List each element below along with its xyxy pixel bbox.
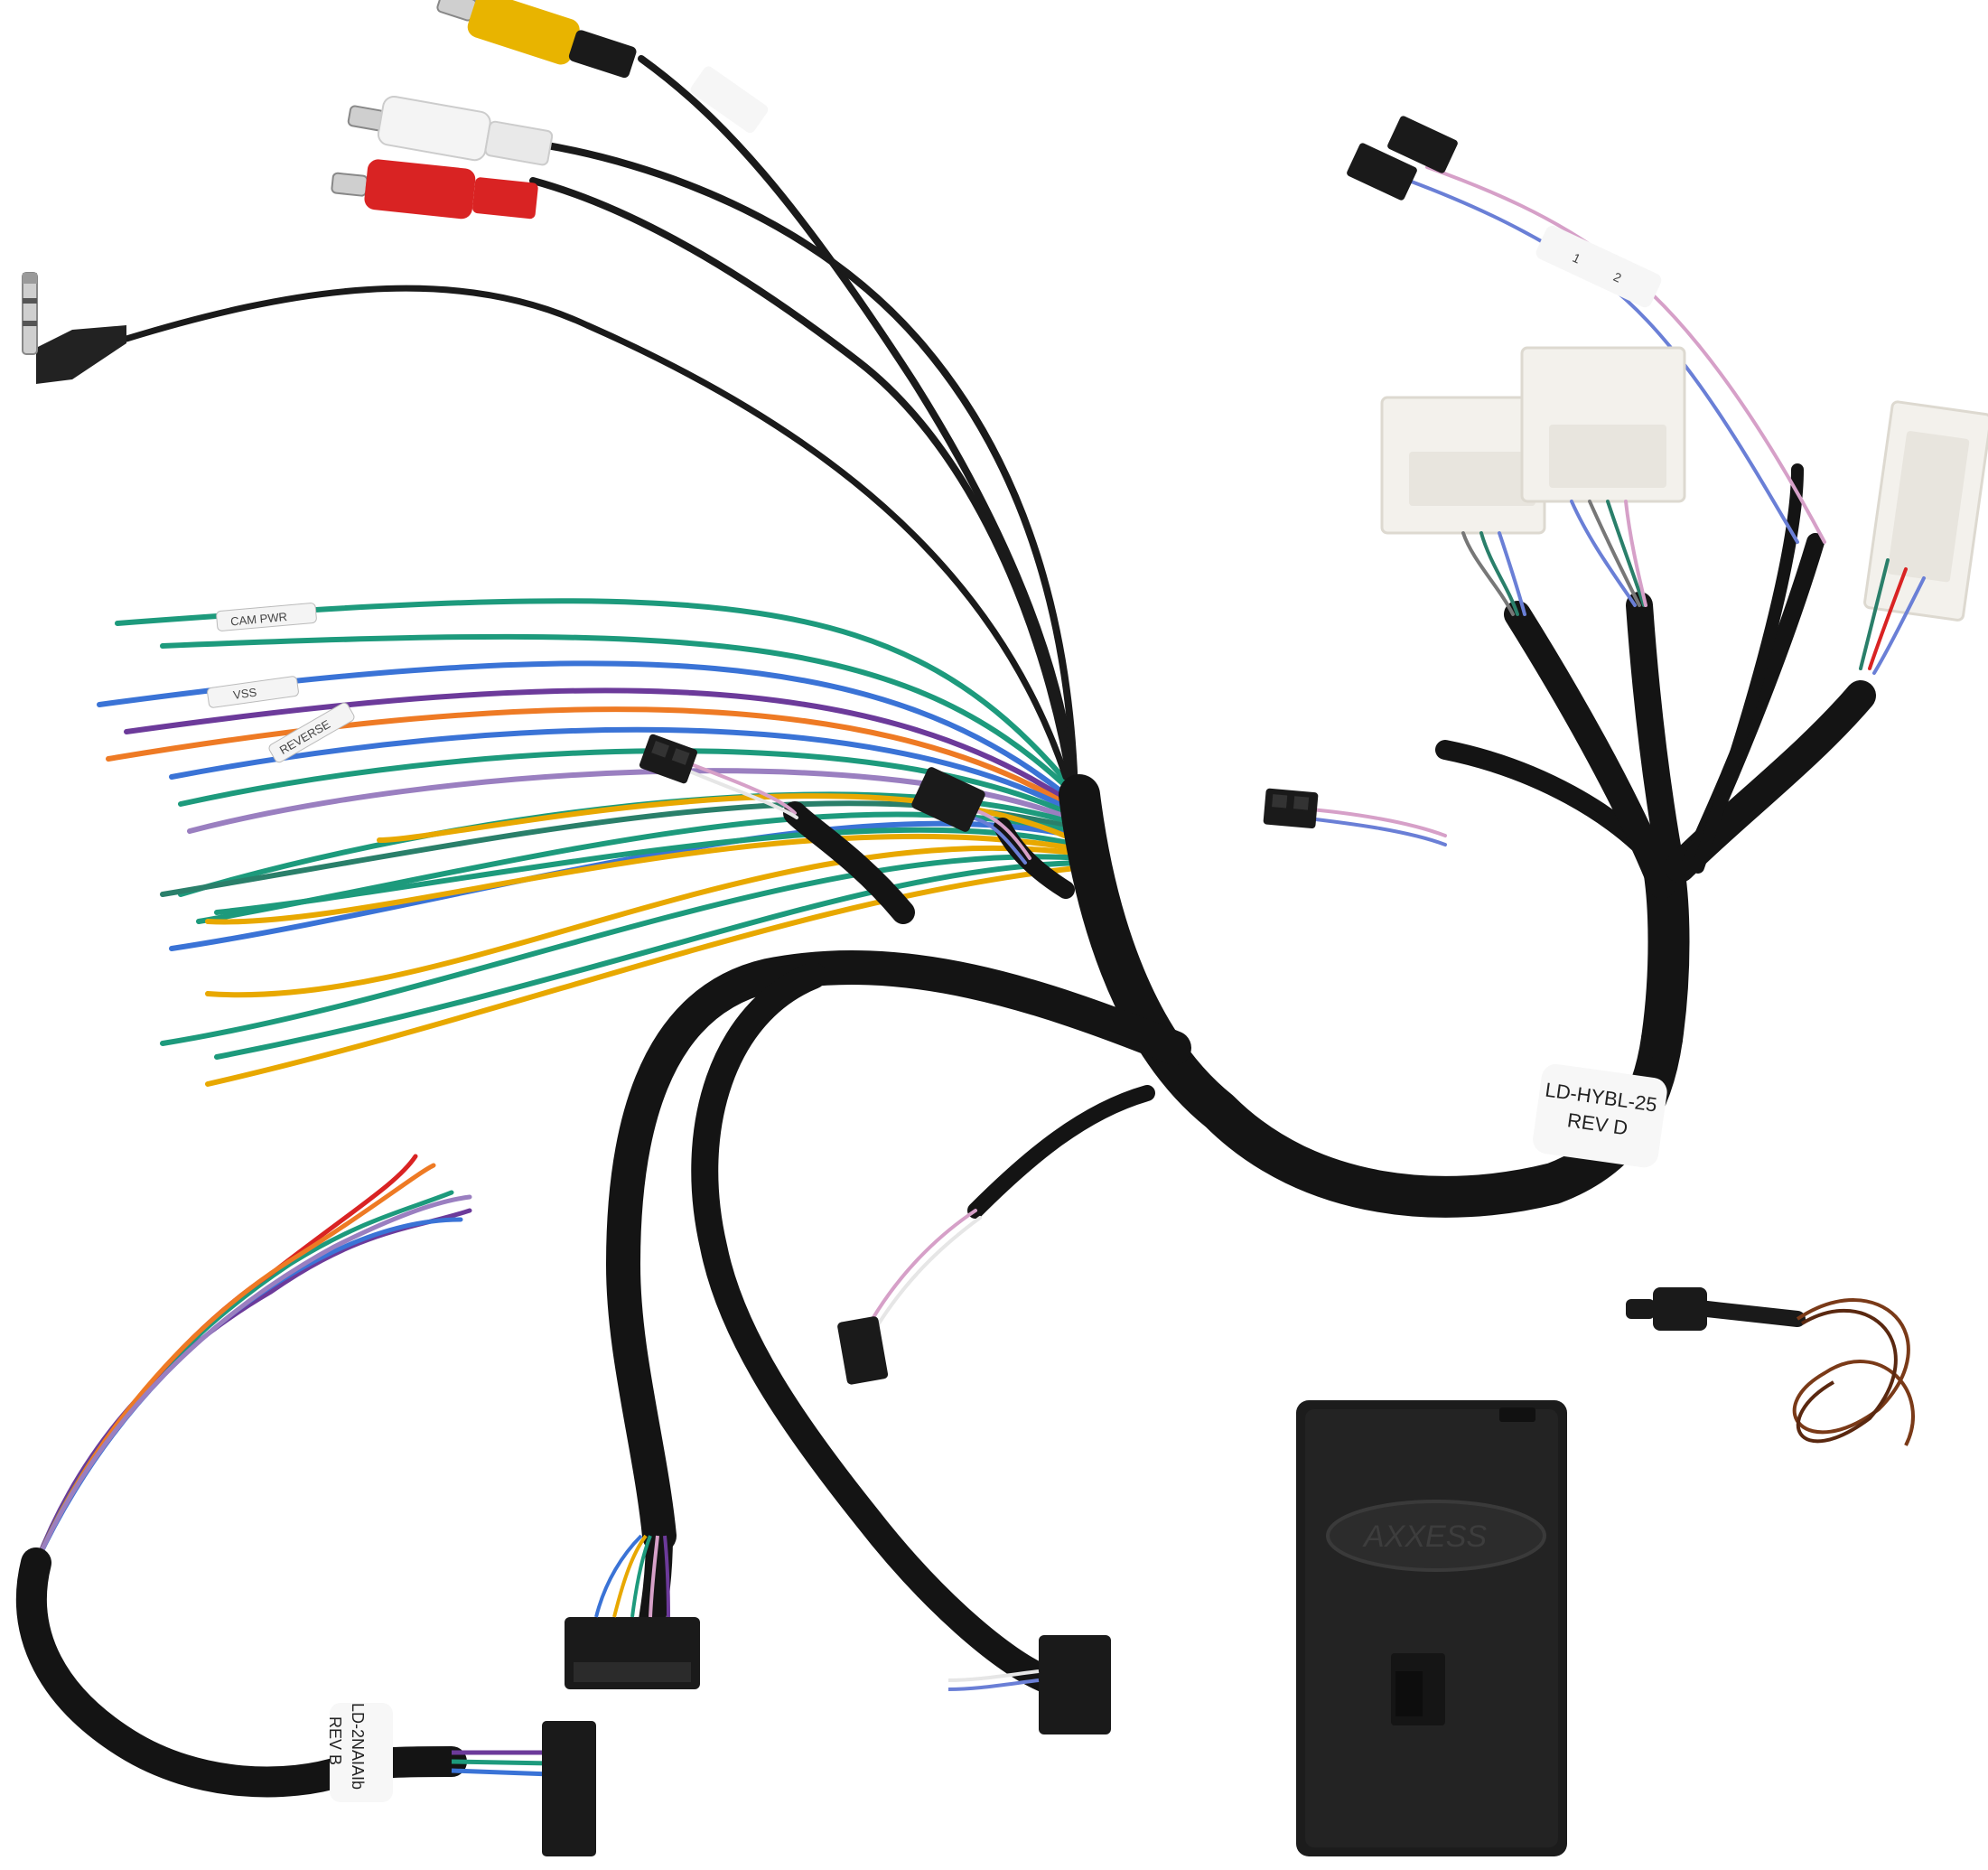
rca-plug-white-icon <box>347 95 554 166</box>
oem-connector-white-2 <box>1520 346 1686 503</box>
small-harness-label-line1: LD-2NAIAIb <box>349 1703 367 1790</box>
axxess-interface-module: AXXESS <box>1296 1400 1567 1856</box>
main-harness-label: LD-HYBL-25 REV D <box>1533 1063 1667 1168</box>
wire-tag-vss: VSS <box>207 676 299 708</box>
audio-cables <box>123 55 1078 799</box>
connector-leads-right <box>947 1669 1040 1691</box>
connector-12pin-right <box>1039 1635 1111 1734</box>
small-harness-leads <box>451 1750 552 1777</box>
svg-text:CAM PWR: CAM PWR <box>230 610 288 628</box>
module-logo: AXXESS <box>1362 1519 1487 1554</box>
svg-text:VSS: VSS <box>232 685 257 702</box>
oem-connector-white-3 <box>1863 400 1988 622</box>
rca-plug-red-icon <box>331 159 538 220</box>
oem-connector-white-1 <box>1380 396 1546 535</box>
loose-wire-fan <box>97 598 1087 1087</box>
small-harness-label-line2: REV B <box>326 1716 344 1765</box>
small-harness-wires <box>33 1154 472 1566</box>
connector-2pin-left <box>639 734 698 784</box>
aux-plug-icon <box>22 272 126 384</box>
wire-tag-cam-pwr: CAM PWR <box>216 603 317 631</box>
connector-2pin-bottom <box>837 1316 889 1385</box>
main-harness-sleeve <box>606 463 1876 1694</box>
connector-leads-left <box>594 1534 670 1618</box>
small-harness-connector <box>542 1721 596 1856</box>
rca-plug-yellow-icon <box>436 0 637 79</box>
cable-sleeve-tag <box>690 66 769 134</box>
aux-socket-cable <box>1626 1287 1915 1446</box>
connector-mini-top-right <box>1347 116 1458 201</box>
connector-20pin-left <box>565 1617 700 1689</box>
oem-connector-leads <box>1461 500 1926 675</box>
pin-tag-band: 1 2 <box>1535 225 1662 308</box>
connector-2pin-center <box>911 767 985 832</box>
connector-2pin-right <box>1263 788 1319 829</box>
small-harness-label <box>330 1703 393 1802</box>
